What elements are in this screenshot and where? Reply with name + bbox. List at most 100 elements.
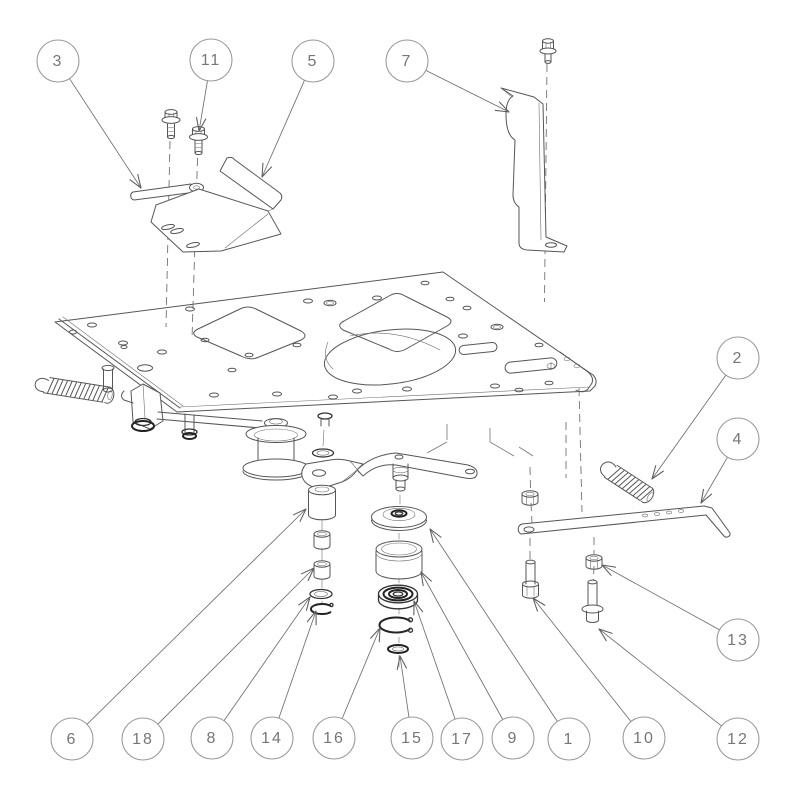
balloon-number: 9 [508, 730, 519, 747]
balloon-circle [250, 716, 294, 760]
spring-coil [83, 384, 91, 400]
spring-coil [621, 477, 636, 489]
balloon-number: 18 [132, 731, 154, 748]
balloon-number: 11 [201, 52, 222, 69]
callout-balloon-18: 18 [121, 568, 314, 761]
spring-coil [51, 378, 59, 395]
mounting-plate [54, 271, 597, 413]
balloon-circle [547, 717, 591, 761]
callout-balloon-5: 5 [262, 39, 335, 177]
lever-rod [517, 505, 731, 538]
leader-line [414, 601, 456, 720]
spring-coil [640, 488, 654, 501]
callout-balloon-4: 4 [701, 417, 760, 503]
spring-coil [607, 467, 622, 480]
snap-ring-large [378, 616, 414, 634]
flange-bolt-left [161, 109, 181, 140]
spring-coil [78, 383, 87, 399]
leader-line [341, 628, 380, 719]
extension-spring-left [34, 377, 115, 404]
spring-coil [65, 381, 73, 397]
axis-lines [321, 494, 401, 668]
balloon-number: 4 [733, 431, 744, 448]
top-parts [130, 38, 568, 253]
balloon-number: 2 [733, 350, 744, 367]
leader-line [701, 456, 728, 503]
leader-line [421, 572, 504, 720]
right-side-parts [517, 461, 731, 623]
shoulder-bolt-right [581, 579, 604, 623]
balloon-circle [189, 38, 233, 82]
spring-coil [92, 385, 100, 401]
arm-stud [181, 413, 198, 440]
phantom-marks [426, 424, 534, 457]
balloon-circle [716, 717, 760, 761]
callout-balloon-6: 6 [50, 509, 306, 761]
flat-washer-top [311, 448, 335, 458]
spring-coil [636, 486, 650, 499]
leader-line [533, 598, 632, 722]
balloon-number: 8 [207, 730, 218, 747]
leader-line [599, 629, 722, 727]
callout-balloon-11: 11 [189, 38, 233, 131]
leader-line [262, 80, 305, 177]
crank-pivot-stud [392, 463, 409, 492]
spring-coil [87, 384, 96, 400]
hex-nut-left [521, 490, 539, 506]
leader-line [157, 568, 314, 725]
flanged-idler-disc [371, 506, 427, 531]
callout-balloon-1: 1 [430, 529, 591, 761]
balloon-circle [50, 717, 94, 761]
callout-balloon-2: 2 [652, 336, 760, 479]
bell-crank-arm [301, 452, 478, 489]
spring-coil [618, 474, 632, 487]
balloon-circle [312, 716, 356, 760]
leader-line [652, 374, 727, 479]
balloon-number: 1 [564, 731, 575, 748]
balloon-circle [716, 417, 760, 461]
spring-coil [69, 381, 78, 398]
balloon-circle [622, 716, 666, 760]
v-idler-pulley [242, 418, 310, 481]
callout-balloon-14: 14 [250, 611, 316, 760]
callout-balloon-15: 15 [390, 656, 434, 760]
balloon-number: 13 [727, 632, 749, 649]
flat-washer-left [309, 588, 333, 600]
spring-coil [47, 378, 55, 394]
bearing-cup [375, 540, 423, 580]
spring-coil [60, 380, 68, 396]
carriage-bolt-head [137, 364, 153, 372]
callout-balloon-9: 9 [421, 572, 535, 760]
balloon-circle [440, 717, 484, 761]
leader-line [430, 529, 558, 722]
leader-line [69, 78, 141, 188]
balloon-number: 12 [727, 731, 749, 748]
spacer-small-lower [313, 560, 331, 580]
balloon-number: 17 [451, 731, 473, 748]
small-washer-bottom [387, 644, 409, 654]
flange-bolt-top [539, 38, 557, 64]
spring-coil [611, 469, 625, 482]
balloon-number: 5 [308, 53, 319, 70]
spring-coil [74, 382, 82, 398]
callout-balloon-17: 17 [414, 601, 484, 761]
callout-balloon-7: 7 [385, 39, 509, 112]
center-stack [301, 412, 478, 668]
spring-coil [629, 481, 643, 494]
ball-bearing [377, 584, 419, 610]
callout-balloon-10: 10 [533, 598, 666, 760]
balloon-circle [291, 39, 335, 83]
balloon-circle [491, 716, 535, 760]
balloon-number: 3 [53, 53, 64, 70]
pivot-bolt-under-plate [317, 412, 333, 447]
spring-coil [101, 386, 109, 403]
callout-balloon-8: 8 [190, 597, 310, 760]
callout-balloon-16: 16 [312, 628, 380, 760]
spring-coil [625, 479, 640, 492]
balloon-number: 7 [402, 53, 413, 70]
plate-holes [87, 280, 554, 400]
leader-line [278, 611, 316, 719]
balloon-circle [390, 716, 434, 760]
